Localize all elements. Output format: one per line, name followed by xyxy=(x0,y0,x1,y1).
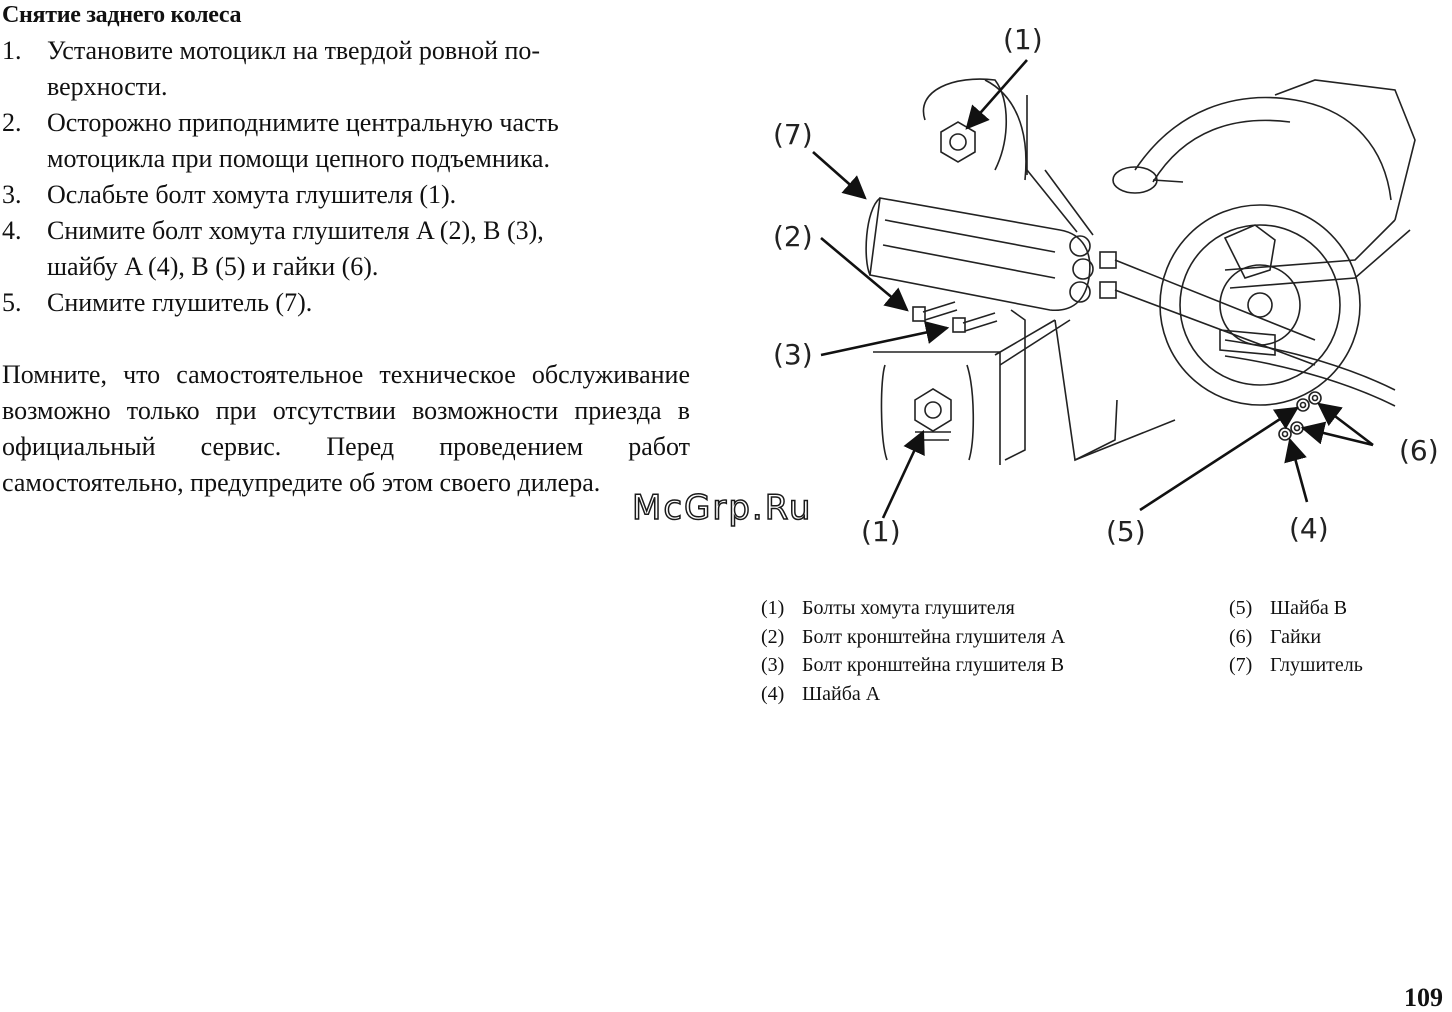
callout-7: (7) xyxy=(773,118,813,151)
watermark-text: McGrp.Ru xyxy=(631,487,813,529)
diagram-legend: (1) Болты хомута глушителя (5) Шайба B (… xyxy=(761,594,1421,708)
legend-number: (3) xyxy=(761,654,785,676)
step-text: Установите мотоцикл на твердой ровной по… xyxy=(47,36,541,101)
step-text: Снимите глушитель (7). xyxy=(47,288,313,317)
legend-label: Шайба B xyxy=(1270,597,1348,619)
callout-1-bottom: (1) xyxy=(861,515,901,548)
legend-number: (1) xyxy=(761,597,785,619)
legend-number: (6) xyxy=(1229,625,1253,648)
muffler-shape xyxy=(869,197,1091,311)
legend-row: (1) Болты хомута глушителя (5) Шайба B xyxy=(761,594,1421,623)
legend-number xyxy=(1229,680,1270,709)
step-number: 2. xyxy=(2,108,22,137)
callout-3: (3) xyxy=(773,338,813,371)
steps-list: 1. Установите мотоцикл на твердой ровной… xyxy=(2,33,692,321)
legend-row: (2) Болт кронштейна глушителя A (6) Гайк… xyxy=(761,623,1421,652)
muffler-removal-diagram: (1) (7) (2) (3) (6) (1) (5) (4) xyxy=(755,20,1452,560)
legend-label: Болты хомута глушителя xyxy=(802,597,1015,619)
legend-row: (4) Шайба A xyxy=(761,680,1421,709)
legend-number: (4) xyxy=(761,682,785,705)
legend-label: Глушитель xyxy=(1270,654,1363,676)
legend-number: (7) xyxy=(1229,654,1253,676)
page-number: 109 xyxy=(1404,983,1443,1012)
step-number: 1. xyxy=(2,36,22,65)
legend-number: (5) xyxy=(1229,597,1253,619)
callout-6: (6) xyxy=(1399,434,1439,467)
step-number: 5. xyxy=(2,288,22,317)
section-heading: Снятие заднего колеса xyxy=(2,2,242,28)
step-text: Ослабьте болт хомута глушителя (1). xyxy=(47,180,457,209)
step-item: 1. Установите мотоцикл на твердой ровной… xyxy=(2,33,692,105)
legend-number: (2) xyxy=(761,625,785,648)
callout-4: (4) xyxy=(1289,512,1329,545)
legend-label: Болт кронштейна глушителя B xyxy=(802,654,1065,676)
step-number: 3. xyxy=(2,180,22,209)
step-item: 3. Ослабьте болт хомута глушителя (1). xyxy=(2,177,692,213)
callout-1-top: (1) xyxy=(1003,23,1043,56)
step-item: 2. Осторожно приподнимите центральную ча… xyxy=(2,105,692,177)
rear-wheel xyxy=(1159,204,1361,406)
step-item: 4. Снимите болт хомута глушителя A (2), … xyxy=(2,213,692,285)
legend-label: Шайба A xyxy=(802,682,881,705)
step-text: Снимите болт хомута глушителя A (2), B (… xyxy=(47,216,544,281)
legend-label: Гайки xyxy=(1270,625,1322,648)
legend-label: Болт кронштейна глушителя A xyxy=(802,625,1066,648)
legend-row: (3) Болт кронштейна глушителя B (7) Глуш… xyxy=(761,651,1421,680)
diagram-drawing xyxy=(812,59,1416,519)
service-note: Помните, что самостоятельное техническое… xyxy=(2,360,690,497)
step-number: 4. xyxy=(2,216,22,245)
step-text: Осторожно приподнимите центральную часть… xyxy=(47,108,559,173)
callout-2: (2) xyxy=(773,220,813,253)
step-item: 5. Снимите глушитель (7). xyxy=(2,285,692,321)
callout-5: (5) xyxy=(1106,515,1146,548)
